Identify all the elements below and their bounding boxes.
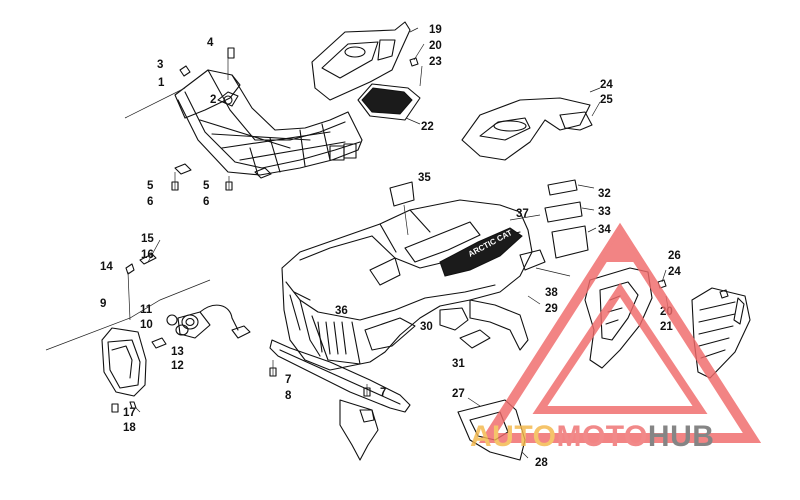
callout-label: 33: [598, 206, 611, 218]
callout-label: 35: [418, 172, 431, 184]
callout-label: 7: [285, 374, 291, 386]
callout-label: 8: [285, 390, 292, 402]
callout-label: 29: [545, 303, 558, 315]
callout-label: 15: [141, 233, 154, 245]
callout-label: 5: [147, 180, 154, 192]
callout-label: 37: [516, 208, 529, 220]
callout-label: 38: [545, 287, 558, 299]
callout-label: 14: [100, 261, 113, 273]
callout-label: 4: [207, 37, 214, 49]
callout-label: 27: [452, 388, 465, 400]
watermark-triangle: [478, 222, 762, 443]
callout-label: 10: [140, 319, 153, 331]
watermark-triangle-inner: [532, 282, 708, 414]
callout-label: 34: [598, 224, 611, 236]
callout-label: 24: [668, 266, 681, 278]
callout-label: 32: [598, 188, 611, 200]
callout-label: 9: [100, 298, 106, 310]
callout-label: 22: [421, 121, 434, 133]
watermark-text-moto: MOTO: [556, 420, 647, 453]
callout-label: 2: [210, 94, 216, 106]
console-cover: [461, 87, 601, 161]
callout-label: 30: [420, 321, 433, 333]
callout-label: 5: [203, 180, 210, 192]
callout-label: 18: [123, 422, 136, 434]
callout-label: 7: [380, 387, 386, 399]
callout-label: 3: [157, 59, 163, 71]
callout-labels: 1 2 3 4 5 6 5 6 7 8 7 9 10 11 12 13 14 1…: [100, 24, 681, 469]
front-rack: [124, 47, 363, 191]
callout-label: 25: [600, 94, 613, 106]
callout-label: 19: [429, 24, 442, 36]
callout-label: 16: [141, 249, 154, 261]
callout-label: 13: [171, 346, 184, 358]
top-console: [311, 21, 425, 125]
callout-label: 11: [140, 304, 153, 316]
callout-label: 1: [158, 77, 165, 89]
callout-label: 20: [429, 40, 442, 52]
callout-label: 28: [535, 457, 548, 469]
front-bumper: [269, 339, 411, 461]
watermark-text-auto: AUTO: [470, 420, 556, 453]
callout-label: 17: [123, 407, 136, 419]
watermark-text-hub: HUB: [648, 420, 715, 453]
headlight-assembly: [45, 239, 251, 413]
watermark: AUTOMOTOHUB: [470, 222, 762, 453]
svg-text:AUTOMOTOHUB: AUTOMOTOHUB: [470, 420, 714, 453]
callout-label: 12: [171, 360, 184, 372]
callout-label: 26: [668, 250, 681, 262]
callout-label: 36: [335, 305, 348, 317]
callout-label: 6: [203, 196, 209, 208]
front-fender: ARCTIC CAT: [281, 181, 571, 371]
callout-label: 21: [660, 321, 673, 333]
callout-label: 6: [147, 196, 153, 208]
callout-label: 23: [429, 56, 442, 68]
callout-label: 24: [600, 79, 613, 91]
callout-label: 31: [452, 358, 465, 370]
watermark-triangle-stroke: [600, 232, 640, 262]
